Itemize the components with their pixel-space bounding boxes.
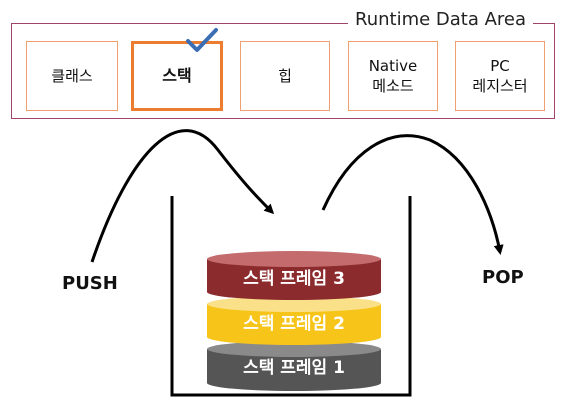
push-label: PUSH: [62, 273, 118, 294]
cell-class-label: 클래스: [51, 67, 93, 85]
stack-frame-1: 스택 프레임 1: [207, 341, 381, 391]
runtime-data-area-box: [11, 23, 555, 119]
cell-class: 클래스: [26, 41, 118, 111]
pop-arrow: [321, 134, 504, 255]
stack-frame-2-label: 스택 프레임 2: [243, 313, 345, 334]
stack-frame-2: 스택 프레임 2: [207, 296, 381, 345]
cell-native-method-label: Native 메소드: [368, 57, 418, 95]
cell-native-method: Native 메소드: [348, 41, 438, 111]
cell-pc-register: PC 레지스터: [455, 41, 545, 111]
cell-heap: 힙: [240, 41, 330, 111]
cell-stack: 스택: [131, 41, 223, 111]
stack-frame-1-label: 스택 프레임 1: [243, 357, 345, 378]
cell-pc-register-label: PC 레지스터: [472, 57, 528, 95]
cell-stack-label: 스택: [162, 66, 192, 85]
stack-container: [170, 196, 412, 397]
stack-frame-3: 스택 프레임 3: [207, 251, 381, 300]
stack-frame-3-label: 스택 프레임 3: [243, 268, 345, 289]
pop-label: POP: [482, 267, 524, 288]
checkmark-icon: [186, 28, 218, 52]
runtime-data-area-title: Runtime Data Area: [348, 9, 534, 30]
cell-heap-label: 힙: [278, 67, 292, 85]
push-arrow: [90, 129, 275, 263]
